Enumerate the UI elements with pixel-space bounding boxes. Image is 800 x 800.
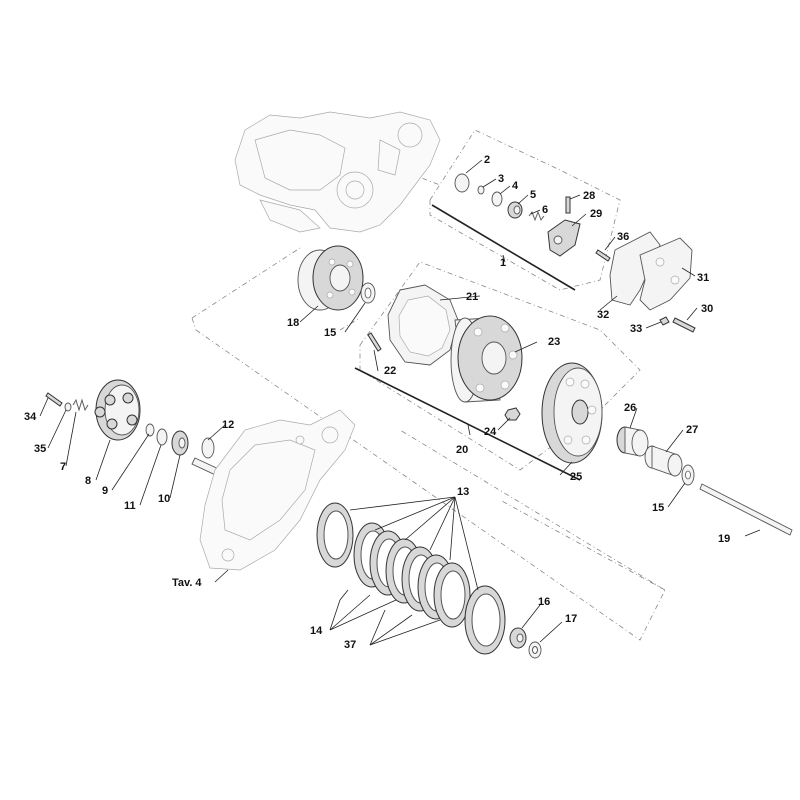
group-1-bracket: [431, 204, 576, 291]
label-part-32: 32: [597, 309, 609, 321]
label-part-21: 21: [466, 291, 478, 303]
label-part-19: 19: [718, 533, 730, 545]
label-part-14: 14: [310, 625, 323, 637]
part-9-ring: [145, 423, 155, 437]
part-17-lock-washer: [528, 641, 542, 659]
assembly-outline-cover: [359, 261, 641, 471]
part-10-bearing: [171, 430, 189, 456]
part-35-washer: [64, 402, 72, 412]
label-part-4: 4: [512, 180, 519, 192]
label-part-8: 8: [85, 475, 91, 487]
part-25-driven-gear: [541, 362, 603, 464]
label-part-9: 9: [102, 485, 108, 497]
label-part-12: 12: [222, 419, 234, 431]
part-11-washer: [156, 428, 168, 446]
label-part-26: 26: [624, 402, 636, 414]
label-part-10: 10: [158, 493, 170, 505]
label-part-3: 3: [498, 173, 504, 185]
group-20-bracket: [354, 367, 581, 481]
part-22-screw: [367, 332, 382, 352]
label-part-15-upper: 15: [324, 327, 336, 339]
label-part-30: 30: [701, 303, 713, 315]
part-34-bolt: [45, 392, 63, 407]
part-26-needle-bearing: [616, 426, 649, 457]
part-28-screw: [565, 196, 571, 214]
side-cover-tav4: [199, 409, 356, 571]
label-part-34: 34: [24, 411, 37, 423]
clutch-plate-stack: [316, 502, 506, 655]
label-part-16: 16: [538, 596, 550, 608]
part-31-cover: [639, 237, 693, 311]
assembly-outline-pump: [429, 129, 621, 291]
label-part-23: 23: [548, 336, 560, 348]
label-part-2: 2: [484, 154, 490, 166]
part-29-pump-body: [547, 219, 581, 257]
label-part-11: 11: [124, 500, 136, 512]
label-part-17: 17: [565, 613, 577, 625]
label-part-7: 7: [60, 461, 66, 473]
leader-lines: [39, 159, 761, 646]
label-part-27: 27: [686, 424, 698, 436]
part-6-spring: [528, 210, 545, 222]
label-part-33: 33: [630, 323, 642, 335]
label-part-15-lower: 15: [652, 502, 664, 514]
part-32-plate: [609, 231, 661, 306]
label-part-6: 6: [542, 204, 548, 216]
callout-labels: 1 2 3 4 5 6 7 8 9 10 11 12 13 14 15 15 1…: [24, 154, 730, 651]
label-part-28: 28: [583, 190, 595, 202]
part-3-oring: [477, 185, 485, 195]
assembly-outline-main: [191, 247, 666, 641]
part-8-pressure-plate: [94, 379, 141, 441]
label-part-5: 5: [530, 189, 536, 201]
part-33-nut: [659, 316, 670, 326]
assembly-outline-line: [339, 169, 441, 331]
part-27-bushing: [644, 445, 683, 477]
label-part-13: 13: [457, 486, 469, 498]
label-part-24: 24: [484, 426, 497, 438]
part-18-primary-gear: [297, 245, 364, 311]
label-part-31: 31: [697, 272, 709, 284]
label-part-1: 1: [500, 257, 506, 269]
part-19-pushrod: [699, 483, 793, 536]
crankcase-drawing: [234, 111, 441, 233]
part-36-bolt: [595, 249, 611, 262]
part-16-nut: [509, 627, 527, 649]
part-4-ring: [491, 191, 503, 207]
part-7-spring: [72, 398, 89, 412]
label-part-36: 36: [617, 231, 629, 243]
label-part-35: 35: [34, 443, 46, 455]
part-23-clutch-basket: [450, 315, 523, 403]
part-24-nut: [504, 407, 521, 421]
label-tav4: Tav. 4: [172, 577, 202, 589]
label-part-20: 20: [456, 444, 468, 456]
label-part-25: 25: [570, 471, 582, 483]
label-part-37: 37: [344, 639, 356, 651]
label-part-18: 18: [287, 317, 299, 329]
label-part-29: 29: [590, 208, 602, 220]
part-2-ring: [454, 173, 470, 193]
label-part-22: 22: [384, 365, 396, 377]
part-30-bolt: [672, 317, 696, 333]
